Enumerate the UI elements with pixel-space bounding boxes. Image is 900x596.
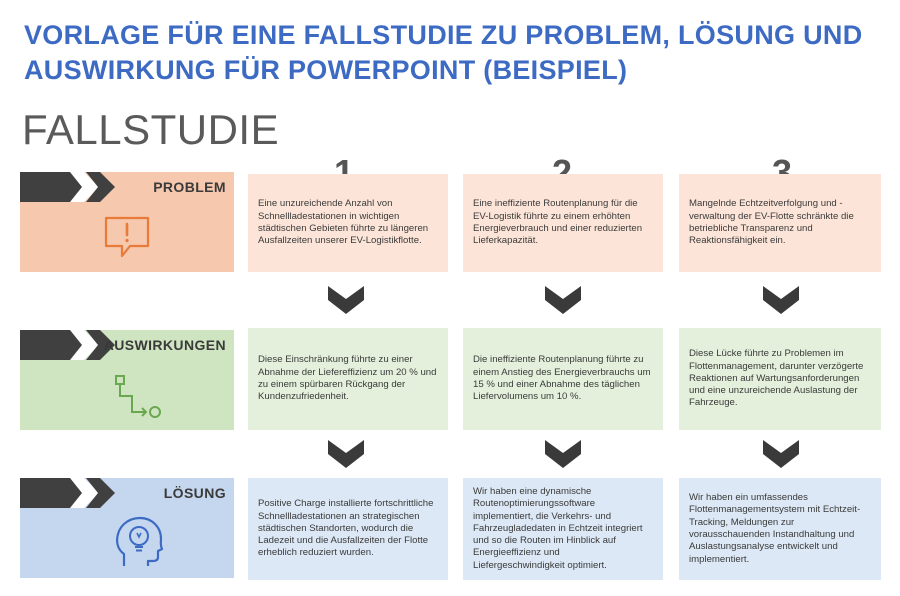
double-chevron-icon — [20, 330, 115, 360]
impact-cell-1: Diese Einschränkung führte zu einer Abna… — [248, 328, 448, 430]
problem-cell-2: Eine ineffiziente Routenplanung für die … — [463, 174, 663, 272]
impact-label: AUSWIRKUNGEN — [103, 337, 226, 353]
impact-label-box: AUSWIRKUNGEN — [20, 330, 234, 430]
alert-speech-bubble-icon — [104, 216, 150, 258]
solution-cell-3: Wir haben ein umfassendes Flottenmanagem… — [679, 478, 881, 580]
solution-cell-2: Wir haben eine dynamische Routenoptimier… — [463, 478, 663, 580]
chevron-down-icon — [545, 286, 581, 314]
chevron-down-icon — [328, 440, 364, 468]
chevron-down-icon — [328, 286, 364, 314]
page-title: Vorlage für eine Fallstudie zu Problem, … — [24, 20, 863, 85]
page-subtitle: FALLSTUDIE — [22, 106, 280, 153]
impact-cell-2: Die ineffiziente Routenplanung führte zu… — [463, 328, 663, 430]
head-lightbulb-icon — [116, 516, 164, 566]
solution-label: LÖSUNG — [163, 485, 226, 501]
problem-cell-3: Mangelnde Echtzeitverfolgung und -verwal… — [679, 174, 881, 272]
problem-label: PROBLEM — [153, 179, 226, 195]
flow-path-icon — [115, 375, 161, 418]
chevron-down-icon — [763, 440, 799, 468]
solution-label-box: LÖSUNG — [20, 478, 234, 578]
solution-cell-1: Positive Charge installierte fortschritt… — [248, 478, 448, 580]
double-chevron-icon — [20, 478, 115, 508]
impact-cell-3: Diese Lücke führte zu Problemen im Flott… — [679, 328, 881, 430]
chevron-down-icon — [763, 286, 799, 314]
double-chevron-icon — [20, 172, 115, 202]
problem-cell-1: Eine unzureichende Anzahl von Schnelllad… — [248, 174, 448, 272]
chevron-down-icon — [545, 440, 581, 468]
problem-label-box: PROBLEM — [20, 172, 234, 272]
